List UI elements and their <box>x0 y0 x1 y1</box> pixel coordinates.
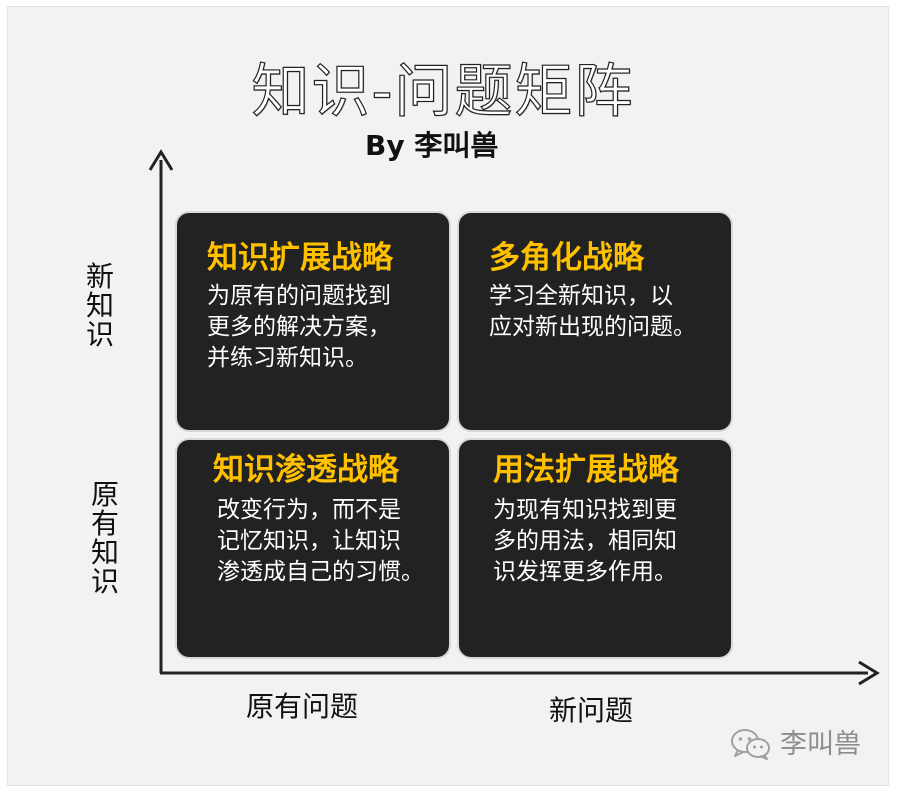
y-axis-label-existing-knowledge: 原 有 知 识 <box>90 478 119 598</box>
x-axis-arrowhead <box>858 660 880 686</box>
quadrant-top-right-body: 学习全新知识，以 应对新出现的问题。 <box>489 283 696 340</box>
quadrant-top-right: 多角化战略 学习全新知识，以 应对新出现的问题。 <box>459 213 731 430</box>
x-axis-label-existing-problems: 原有问题 <box>246 690 359 723</box>
diagram-subtitle: By 李叫兽 <box>365 129 499 162</box>
wechat-icon <box>731 729 770 760</box>
y-axis-arrowhead <box>148 149 174 171</box>
y-axis-label-new-knowledge: 新 知 识 <box>85 260 114 351</box>
watermark-text: 李叫兽 <box>780 728 861 760</box>
quadrant-bottom-right: 用法扩展战略 为现有知识找到更 多的用法，相同知 识发挥更多作用。 <box>459 440 731 657</box>
quadrant-top-left-body: 为原有的问题找到 更多的解决方案， 并练习新知识。 <box>207 283 391 371</box>
quadrant-bottom-right-body: 为现有知识找到更 多的用法，相同知 识发挥更多作用。 <box>493 497 677 585</box>
x-axis-label-new-problems: 新问题 <box>549 694 634 727</box>
quadrant-top-right-title: 多角化战略 <box>489 240 644 276</box>
quadrant-top-left-title: 知识扩展战略 <box>207 240 393 276</box>
watermark: 李叫兽 <box>730 727 861 761</box>
quadrant-top-left: 知识扩展战略 为原有的问题找到 更多的解决方案， 并练习新知识。 <box>177 213 449 430</box>
quadrant-bottom-left-body: 改变行为，而不是 记忆知识，让知识 渗透成自己的习惯。 <box>217 497 424 585</box>
quadrant-bottom-left: 知识渗透战略 改变行为，而不是 记忆知识，让知识 渗透成自己的习惯。 <box>177 440 449 657</box>
diagram-title: 知识-问题矩阵 <box>251 57 635 125</box>
quadrant-bottom-left-title: 知识渗透战略 <box>213 452 399 488</box>
quadrant-bottom-right-title: 用法扩展战略 <box>493 452 679 488</box>
